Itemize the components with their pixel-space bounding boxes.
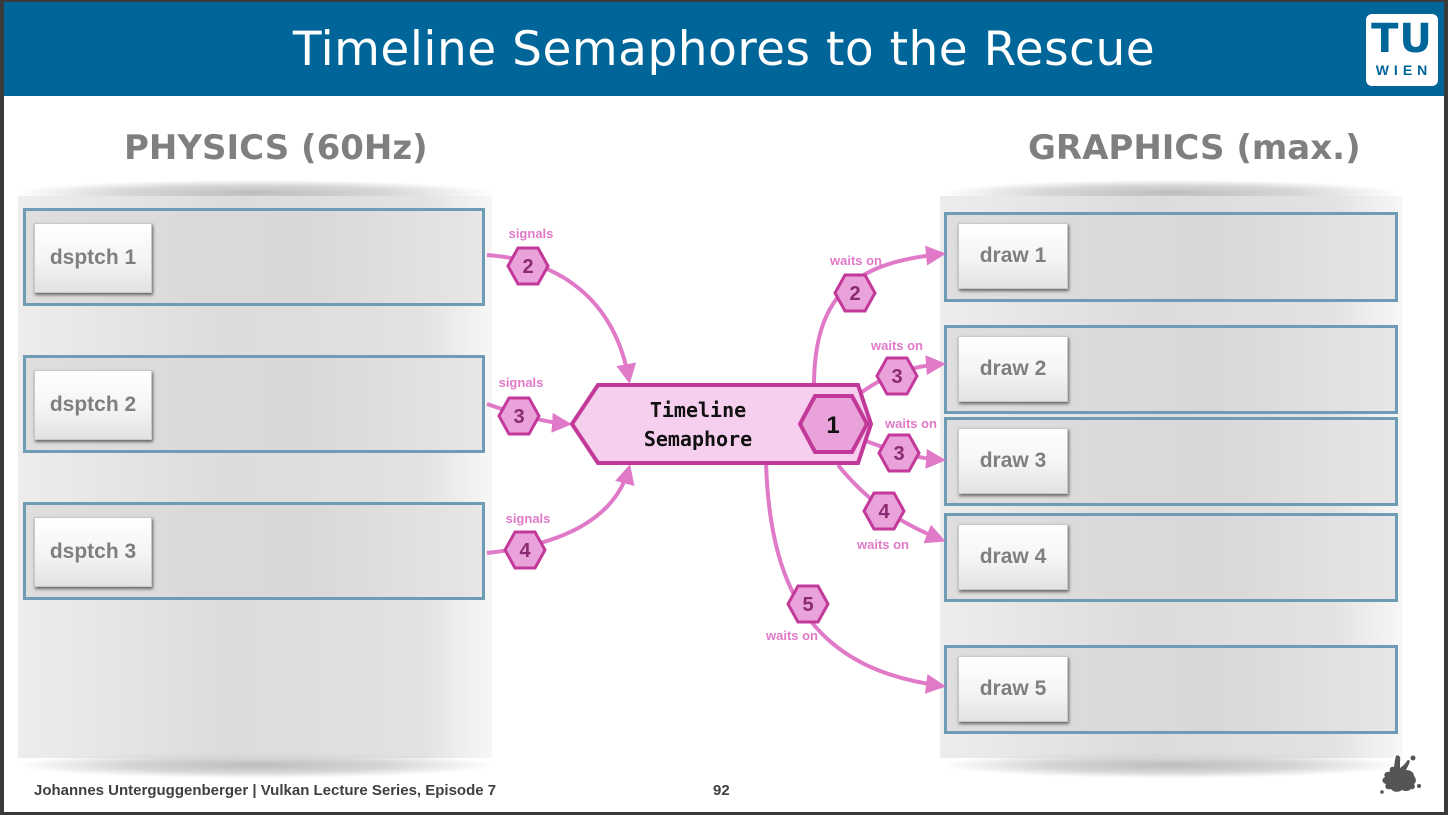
- page-number: 92: [713, 782, 730, 799]
- dispatch-chip-1[interactable]: dsptch 1: [34, 223, 152, 293]
- signal-value-1: 2: [522, 256, 533, 278]
- wait-arrow-1: [812, 245, 946, 384]
- signal-value-3: 4: [519, 540, 531, 562]
- physics-column-bottom-shadow: [20, 752, 490, 778]
- physics-title: PHYSICS (60Hz): [124, 128, 428, 168]
- physics-lane-1: dsptch 1: [23, 208, 485, 306]
- graphics-lane-4: draw 4: [944, 513, 1398, 602]
- semaphore-value: 1: [826, 412, 839, 439]
- wait-value-4: 4: [878, 501, 890, 523]
- graphics-column-bottom-shadow: [945, 752, 1397, 778]
- splat-icon: [1380, 755, 1421, 794]
- slide-header: Timeline Semaphores to the Rescue TU WIE…: [4, 2, 1444, 96]
- wait-value-2: 3: [891, 366, 902, 388]
- logo-wien-text: WIEN: [1375, 62, 1433, 78]
- slide-frame-left: [0, 0, 4, 815]
- semaphore-label-line1: Timeline: [650, 398, 746, 422]
- tu-wien-logo: TU WIEN: [1366, 14, 1438, 86]
- wait-value-hexagon-3: [877, 433, 921, 473]
- signal-value-hexagon-2: [497, 396, 541, 436]
- wait-value-hexagon-5: [786, 584, 830, 624]
- wait-edge-label-4: waits on: [856, 537, 909, 552]
- footer-text: Johannes Unterguggenberger | Vulkan Lect…: [34, 782, 497, 799]
- wait-edge-label-1: waits on: [829, 253, 882, 268]
- wait-value-1: 2: [849, 283, 860, 305]
- draw-chip-4[interactable]: draw 4: [958, 524, 1068, 590]
- physics-lane-3: dsptch 3: [23, 502, 485, 600]
- draw-chip-2[interactable]: draw 2: [958, 336, 1068, 402]
- wait-value-5: 5: [802, 594, 813, 616]
- wait-value-hexagon-1: [833, 273, 877, 313]
- wait-edge-label-3: waits on: [884, 416, 937, 431]
- slide-frame-bottom: [0, 812, 1448, 815]
- dispatch-chip-2[interactable]: dsptch 2: [34, 370, 152, 440]
- signal-edge-label-1: signals: [509, 226, 554, 241]
- wait-arrow-5: [764, 461, 946, 694]
- signal-arrow-1: [486, 253, 637, 384]
- draw-chip-1[interactable]: draw 1: [958, 223, 1068, 289]
- slide-frame-top: [0, 0, 1448, 2]
- semaphore-label-line2: Semaphore: [644, 427, 752, 451]
- logo-tu-text: TU: [1371, 16, 1433, 62]
- dispatch-chip-3[interactable]: dsptch 3: [34, 517, 152, 587]
- graphics-lane-5: draw 5: [944, 645, 1398, 734]
- wait-value-hexagon-4: [862, 491, 906, 531]
- signal-value-2: 3: [513, 406, 524, 428]
- wait-edge-label-2: waits on: [870, 338, 923, 353]
- signal-edge-label-2: signals: [499, 375, 544, 390]
- signal-edge-label-3: signals: [506, 511, 551, 526]
- slide-frame-right: [1444, 0, 1448, 815]
- slide-title: Timeline Semaphores to the Rescue: [292, 22, 1156, 77]
- wait-value-3: 3: [893, 443, 904, 465]
- draw-chip-3[interactable]: draw 3: [958, 428, 1068, 494]
- signal-value-hexagon-3: [503, 530, 547, 570]
- graphics-lane-1: draw 1: [944, 212, 1398, 302]
- timeline-semaphore: Timeline Semaphore 1: [569, 383, 874, 465]
- draw-chip-5[interactable]: draw 5: [958, 656, 1068, 722]
- wait-value-hexagon-2: [875, 356, 919, 396]
- physics-lane-2: dsptch 2: [23, 355, 485, 453]
- wait-edge-label-5: waits on: [765, 628, 818, 643]
- signal-value-hexagon-1: [506, 246, 550, 286]
- graphics-title: GRAPHICS (max.): [1028, 128, 1361, 168]
- graphics-lane-2: draw 2: [944, 325, 1398, 414]
